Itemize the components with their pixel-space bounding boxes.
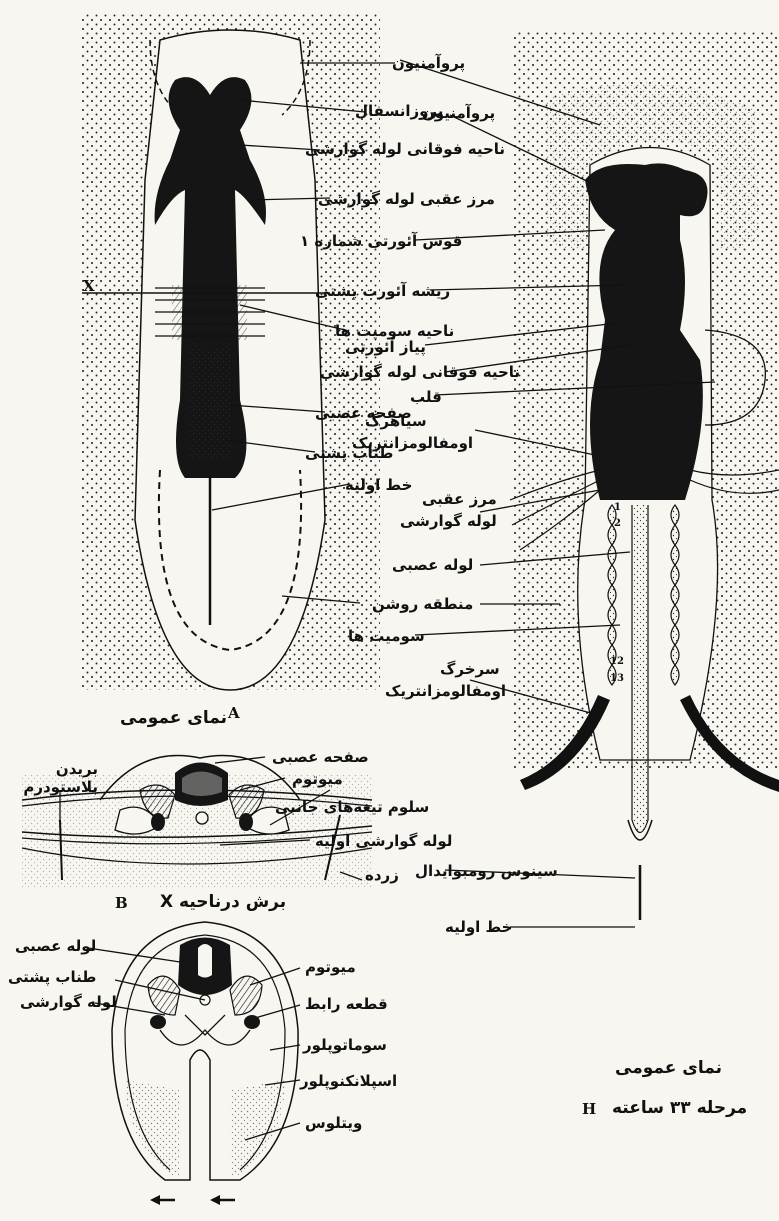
- panel-b-caption: برش درناحیه X: [160, 892, 286, 912]
- label-b-cut-blastoderm: بریدن بلاستودرم: [8, 760, 98, 796]
- label-h-proamnion: پروآمنیون: [422, 104, 495, 122]
- label-h-om-artery-1: سرخرگ: [440, 660, 500, 678]
- label-h-heart: قلب: [410, 388, 442, 406]
- label-b-myotome: میوتوم: [292, 770, 343, 788]
- label-h-dorsal-aorta-root: ریشه آئورت پشتی: [315, 282, 450, 300]
- label-a-primitive-streak: خط اولیه: [345, 476, 412, 494]
- label-h-portal-1: مرز عقبی: [422, 490, 497, 508]
- label-c-somatopleure: سوماتوپلور: [303, 1036, 387, 1054]
- label-h-portal-2: لوله گوارشی: [400, 512, 497, 530]
- panel-b-letter: B: [115, 894, 128, 912]
- panel-h-letter: H: [582, 1100, 596, 1118]
- label-h-area-pellucida: منطقه روشن: [372, 595, 473, 613]
- label-h-primitive-streak: خط اولیه: [445, 918, 512, 936]
- label-h-om-artery-2: اومفالومزانتریک: [385, 682, 506, 700]
- label-h-aortic-arch: قوس آئورتی شماره ۱: [300, 232, 462, 250]
- label-b-neural-plate: صفحه عصبی: [272, 748, 369, 766]
- label-c-vitellus: ویتلوس: [305, 1114, 362, 1132]
- panel-h-caption: نمای عمومی: [615, 1058, 722, 1078]
- label-c-notochord: طناب پشتی: [8, 968, 96, 986]
- label-h-foregut-region: ناحیه فوقانی لوله گوارشی: [320, 363, 520, 381]
- somite-number-2: 2: [614, 518, 621, 529]
- panel-h-stage: مرحله ۳۳ ساعته: [612, 1098, 747, 1118]
- panel-a-caption: نمای عمومی: [120, 708, 227, 728]
- panel-a-letter: A: [228, 704, 240, 722]
- label-h-sinus-rhomboidalis: سینوس رومبوایدال: [415, 862, 558, 880]
- label-b-primitive-gut: لوله گوارشی اولیه: [315, 832, 452, 850]
- label-h-ventral-aorta: پیاز آئورتی: [345, 338, 426, 356]
- label-a-x-marker: X: [83, 277, 95, 295]
- label-b-yolk: زرده: [365, 866, 399, 884]
- label-b-coelom: سلوم تیغه‌های جانبی: [275, 798, 429, 816]
- somite-number-12: 12: [610, 656, 624, 667]
- label-a-anterior-portal: مرز عقبی لوله گوارشی: [318, 190, 495, 208]
- label-c-intermediate: قطعه رابط: [305, 995, 388, 1013]
- somite-number-13: 13: [610, 673, 624, 684]
- panel-c-section: [88, 922, 300, 1205]
- label-a-proamnion: پروآمنیون: [392, 54, 465, 72]
- panel-h-embryo: [400, 32, 779, 927]
- label-c-splanchnopleure: اسپلانکنوپلور: [300, 1072, 397, 1090]
- label-c-neural-tube: لوله عصبی: [15, 937, 96, 955]
- somite-number-1: 1: [614, 502, 621, 513]
- label-h-om-vein-1: سیاهرگ: [365, 412, 427, 430]
- label-c-gut: لوله گوارشی: [20, 993, 117, 1011]
- label-h-neural-tube: لوله عصبی: [392, 556, 473, 574]
- label-h-om-vein-2: اومفالومزانتریک: [352, 434, 473, 452]
- label-h-somites: سومیت ها: [348, 627, 425, 645]
- label-a-foregut-region: ناحیه فوقانی لوله گوارشی: [305, 140, 505, 158]
- label-c-myotome: میوتوم: [305, 958, 356, 976]
